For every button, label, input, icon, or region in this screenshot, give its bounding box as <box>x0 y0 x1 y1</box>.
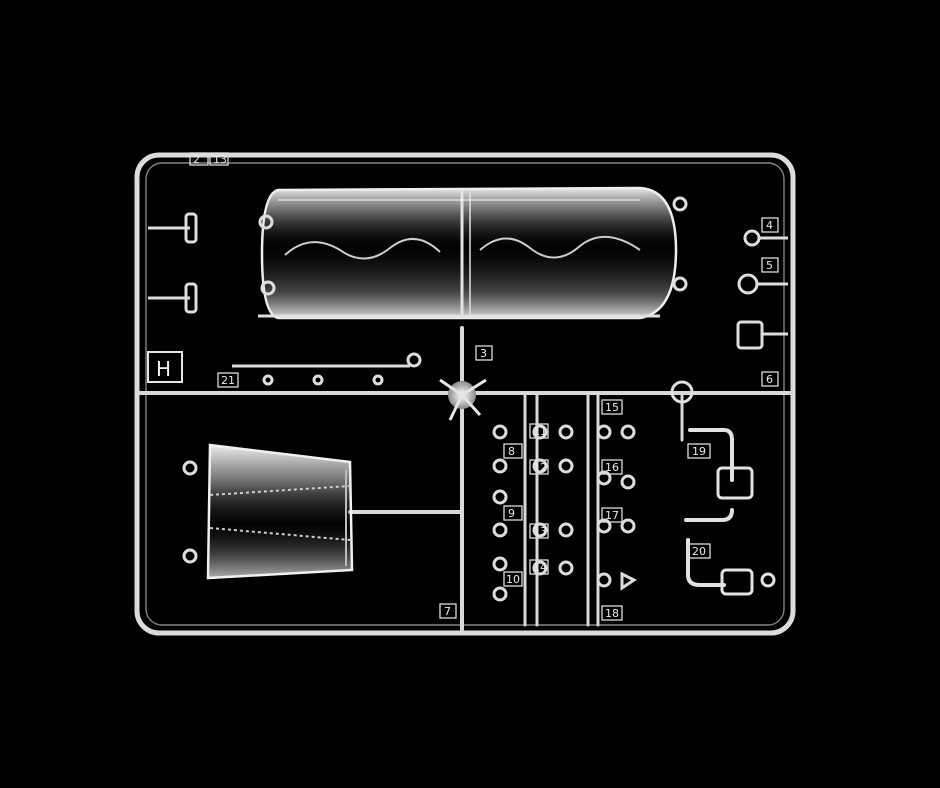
part-number-16: 16 <box>605 461 619 474</box>
part-number-3: 3 <box>480 347 487 360</box>
part-number-5: 5 <box>766 259 773 272</box>
part-number-4: 4 <box>766 219 773 232</box>
part-number-9: 9 <box>508 507 515 520</box>
part-number-20: 20 <box>692 545 706 558</box>
part-number-21: 21 <box>221 374 235 387</box>
small-parts-left <box>148 212 422 386</box>
part-number-19: 19 <box>692 445 706 458</box>
part-number-14: 14 <box>533 561 547 574</box>
part-number-12: 12 <box>533 461 547 474</box>
part-number-10: 10 <box>506 573 520 586</box>
part-number-tags <box>189 152 779 621</box>
tank-part <box>258 186 688 320</box>
sprue-letter: H <box>156 357 171 381</box>
small-parts-middle <box>492 424 637 602</box>
part-number-labels: 2 13 3 4 5 6 7 8 9 10 11 12 13 14 15 16 … <box>193 153 773 620</box>
fan-part <box>439 378 694 421</box>
part-number-13: 13 <box>213 153 227 166</box>
part-number-13b: 13 <box>533 525 547 538</box>
pipe-parts <box>684 428 776 596</box>
part-number-2: 2 <box>193 153 200 166</box>
small-parts-right <box>736 229 788 350</box>
part-number-6: 6 <box>766 373 773 386</box>
part-number-15: 15 <box>605 401 619 414</box>
sprue-letter-tag: H <box>147 351 183 383</box>
part-number-17: 17 <box>605 509 619 522</box>
part-number-7: 7 <box>444 605 451 618</box>
part-number-18: 18 <box>605 607 619 620</box>
part-number-8: 8 <box>508 445 515 458</box>
cowling-part <box>182 443 354 580</box>
part-number-11: 11 <box>533 425 547 438</box>
